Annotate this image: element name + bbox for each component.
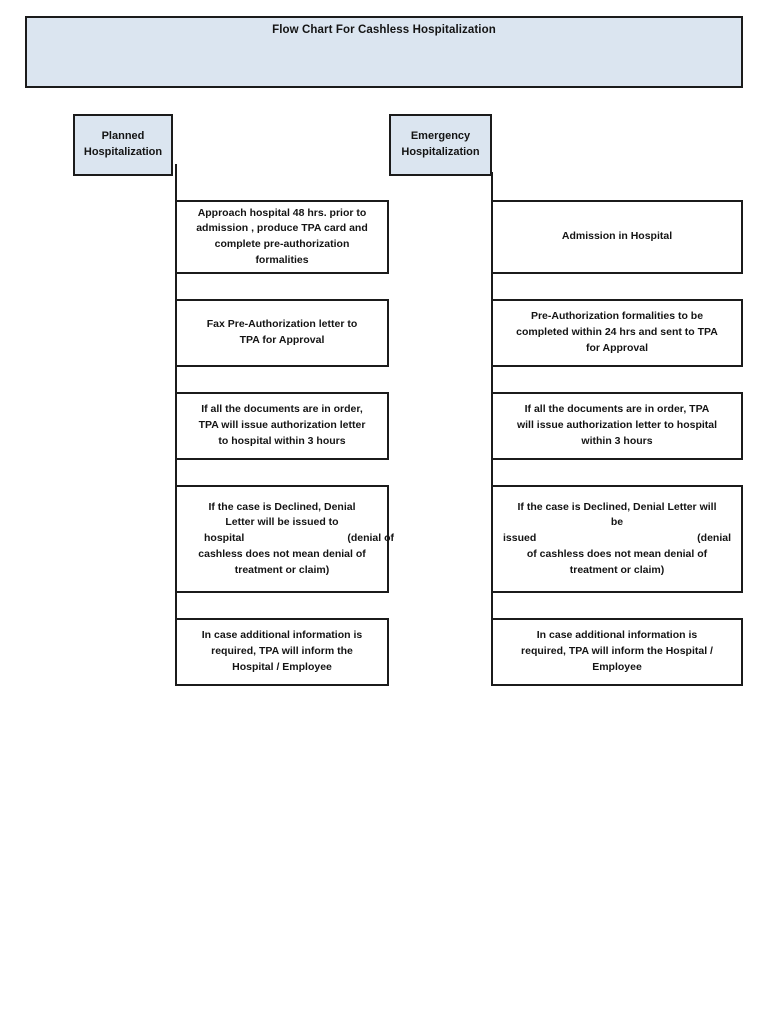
node-admission-in-hospital: Admission in Hospital: [491, 200, 743, 274]
connector-gap: [175, 593, 389, 618]
node-text-line: If all the documents are in order,: [201, 403, 363, 416]
node-text-line: If the case is Declined, Denial: [208, 500, 356, 513]
node-text-line: Pre-Authorization formalities to be: [530, 310, 704, 323]
start-label-line: Hospitalization: [401, 146, 480, 158]
node-text-line: In case additional information is: [536, 629, 698, 642]
connector-gap: [491, 274, 743, 299]
node-text-line: complete pre-authorization: [214, 238, 350, 250]
start-box-planned-hospitalization: Planned Hospitalization: [73, 114, 173, 176]
node-text-line: TPA will issue authorization letter: [198, 419, 366, 432]
node-text-line: Hospital / Employee: [232, 660, 332, 673]
node-documents-in-order: If all the documents are in order, TPA w…: [491, 392, 743, 460]
node-text-line: If all the documents are in order, TPA: [524, 403, 710, 416]
node-text-line: within 3 hours: [581, 434, 653, 447]
connector-gap: [491, 460, 743, 485]
connector-gap: [175, 274, 389, 299]
node-text-line: completed within 24 hrs and sent to TPA: [516, 326, 718, 339]
node-documents-in-order: If all the documents are in order, TPA w…: [175, 392, 389, 460]
node-text-line: In case additional information is: [201, 629, 363, 642]
node-text-line: treatment or claim): [569, 563, 665, 576]
node-text-line: TPA for Approval: [239, 334, 325, 346]
node-text-line: required, TPA will inform the: [211, 645, 353, 658]
node-text-line: admission , produce TPA card and: [196, 222, 368, 235]
start-box-emergency-hospitalization: Emergency Hospitalization: [389, 114, 492, 176]
node-text-line: Letter will be issued to: [225, 516, 339, 529]
connector-gap: [175, 367, 389, 392]
connector-gap: [175, 460, 389, 485]
node-text-line-split: hospital (denial of: [168, 531, 396, 547]
node-text-line: for Approval: [585, 341, 649, 354]
flow-column-emergency: Admission in Hospital Pre-Authorization …: [491, 172, 743, 686]
node-preauth-formalities-24hrs: Pre-Authorization formalities to be comp…: [491, 299, 743, 367]
node-text-line: of cashless does not mean denial of: [526, 547, 708, 560]
node-text-fragment-left: hospital: [204, 532, 245, 545]
start-box-emergency-label: Emergency Hospitalization: [397, 129, 484, 161]
node-text-line: required, TPA will inform the Hospital /: [521, 645, 713, 658]
title-banner: Flow Chart For Cashless Hospitalization: [25, 16, 743, 88]
node-text-line: Fax Pre-Authorization letter to: [206, 318, 358, 331]
connector-gap: [491, 593, 743, 618]
node-approach-hospital: Approach hospital 48 hrs. prior to admis…: [175, 200, 389, 274]
node-text-fragment-left: issued: [503, 532, 537, 545]
start-label-line: Planned: [101, 130, 145, 143]
start-box-planned-label: Planned Hospitalization: [81, 129, 165, 161]
node-additional-information: In case additional information is requir…: [175, 618, 389, 686]
node-text-fragment-right: (denial of: [347, 532, 394, 545]
start-label-line: Hospitalization: [83, 146, 163, 158]
node-text-line: to hospital within 3 hours: [218, 434, 346, 447]
node-text-line: treatment or claim): [234, 563, 330, 576]
node-additional-information: In case additional information is requir…: [491, 618, 743, 686]
node-text-line: Employee: [592, 660, 642, 673]
node-text-line: cashless does not mean denial of: [198, 547, 366, 560]
page-title: Flow Chart For Cashless Hospitalization: [272, 24, 496, 36]
node-text-line: will issue authorization letter to hospi…: [516, 419, 718, 432]
node-fax-preauth-letter: Fax Pre-Authorization letter to TPA for …: [175, 299, 389, 367]
node-text-line: formalities: [255, 253, 309, 266]
start-label-line: Emergency: [410, 130, 471, 143]
connector-gap: [491, 367, 743, 392]
flow-column-planned: Approach hospital 48 hrs. prior to admis…: [175, 164, 394, 686]
node-text-line: Approach hospital 48 hrs. prior to: [197, 206, 367, 219]
node-text-line-split: issued (denial: [503, 531, 731, 547]
node-text-line: If the case is Declined, Denial Letter w…: [517, 500, 717, 513]
node-text-fragment-right: (denial: [697, 532, 731, 545]
node-case-declined: If the case is Declined, Denial Letter w…: [491, 485, 743, 593]
node-text-line: be: [610, 516, 624, 529]
node-text-line: Admission in Hospital: [561, 230, 673, 243]
node-case-declined: If the case is Declined, Denial Letter w…: [175, 485, 394, 593]
